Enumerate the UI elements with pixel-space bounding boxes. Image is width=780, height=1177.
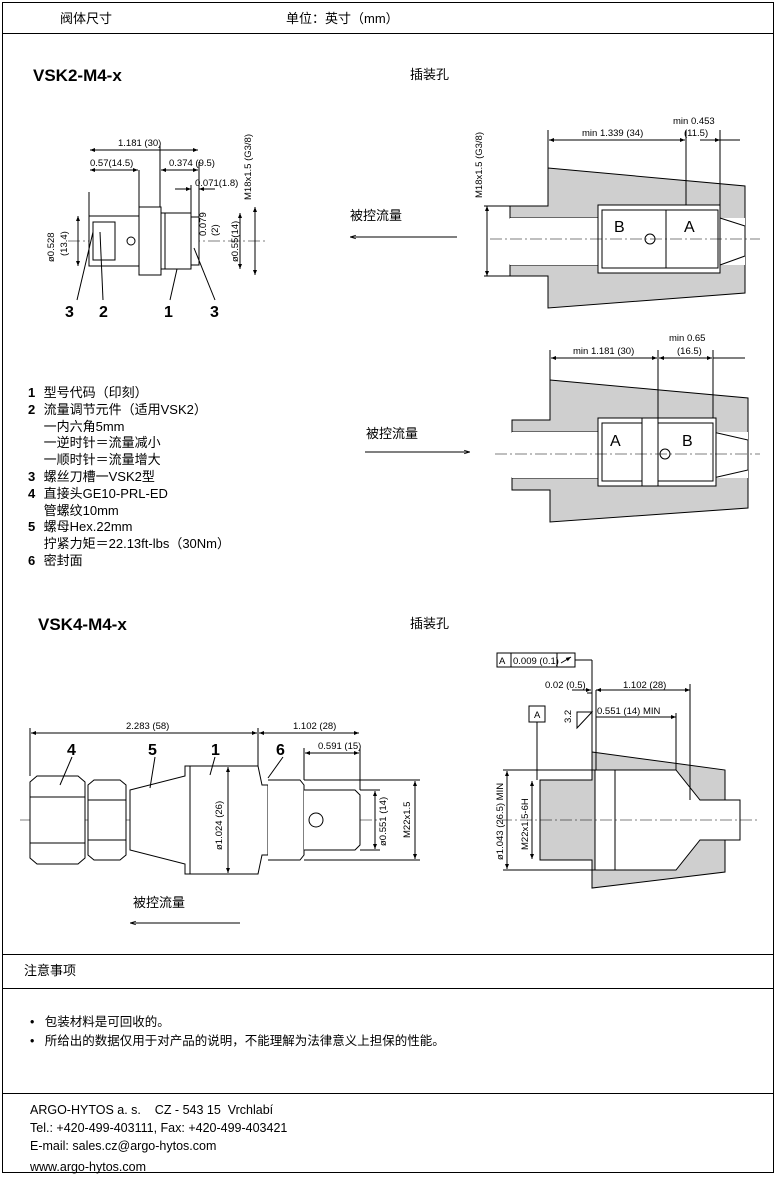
notes-list: • 包装材料是可回收的。 • 所给出的数据仅用于对产品的说明，不能理解为法律意义… [30, 1013, 445, 1051]
vsk2-dim-dia-a: ø0.528 [46, 232, 57, 262]
vsk4-part-drawing [20, 728, 420, 875]
notes-item: • 包装材料是可回收的。 [30, 1015, 170, 1029]
vsk4-dim-c: 0.591 (15) [318, 741, 361, 752]
footer-email[interactable]: E-mail: sales.cz@argo-hytos.com [30, 1139, 217, 1153]
vsk2-callout: 3 [210, 304, 219, 321]
legend-item: 3 螺丝刀槽一VSK2型 [28, 468, 155, 484]
legend-item: 一顺时针＝流量增大 [43, 452, 161, 468]
vsk2-dim-slot: 0.079 [198, 212, 209, 236]
vsk4-callout: 5 [148, 742, 157, 759]
vsk4-datum: A [534, 710, 541, 721]
vsk2-dim-a: 0.57(14.5) [90, 158, 133, 169]
vsk4-dim-b: 1.102 (28) [293, 721, 336, 732]
vsk4-tolerance: 0.009 (0.1) [513, 656, 559, 667]
vsk4-title: VSK4-M4-x [38, 615, 127, 634]
vsk2-callout: 3 [65, 304, 74, 321]
notes-item: • 所给出的数据仅用于对产品的说明，不能理解为法律意义上担保的性能。 [30, 1034, 445, 1048]
header-left: 阀体尺寸 [60, 11, 113, 26]
vsk4-callout: 1 [211, 742, 220, 759]
vsk2-port-a: B [614, 219, 625, 236]
legend-item: 一逆时针＝流量减小 [43, 435, 161, 451]
notes-divider [2, 988, 774, 989]
vsk4-dim-dia-b: ø0.551 (14) [378, 797, 389, 846]
vsk2-callout: 2 [99, 304, 108, 321]
vsk4-dim-thread: M22x1.5 [402, 802, 413, 838]
vsk2-cav2-min1: min 1.181 (30) [573, 346, 634, 357]
vsk4-cav-dia: ø1.043 (26.5) MIN [495, 783, 506, 860]
vsk2-cavity-drawing-a [484, 130, 760, 309]
footer-phone: Tel.: +420-499-403111, Fax: +420-499-403… [30, 1121, 288, 1135]
vsk2-callout: 1 [164, 304, 173, 321]
vsk2-part-drawing [68, 145, 265, 301]
footer-contact: ARGO-HYTOS a. s. CZ - 543 15 Vrchlabí Te… [30, 1101, 287, 1176]
notes-divider-top [2, 954, 774, 955]
vsk2-cav2-min2: min 0.65 [669, 333, 705, 344]
legend-item: 2 流量调节元件（适用VSK2） [28, 401, 207, 417]
footer-website[interactable]: www.argo-hytos.com [30, 1160, 147, 1174]
vsk2-cav-thread: M18x1.5 (G3/8) [474, 132, 485, 198]
legend-item: 一内六角5mm [43, 418, 125, 434]
vsk2-title: VSK2-M4-x [33, 66, 122, 85]
footer-divider [2, 1093, 774, 1094]
vsk4-flow-label: 被控流量 [133, 895, 186, 910]
legend-item: 拧紧力矩＝22.13ft-lbs（30Nm） [43, 536, 231, 552]
vsk4-cav-len: 1.102 (28) [623, 680, 666, 691]
vsk2-dim-dia-b: ø0.55(14) [230, 221, 241, 262]
legend-item: 管螺纹10mm [43, 502, 119, 518]
vsk2-cav-min2-mm: (11.5) [684, 128, 708, 139]
vsk2-cav-min1: min 1.339 (34) [582, 128, 643, 139]
legend-item: 1 型号代码（印刻） [28, 385, 148, 400]
vsk4-cav-min: 0.551 (14) MIN [597, 706, 660, 717]
vsk2-flow-label-a: 被控流量 [350, 208, 403, 223]
vsk2-dim-thread: M18x1.5 (G3/8) [243, 134, 254, 200]
vsk2-cavity-drawing-b [495, 350, 760, 523]
vsk2-cav2-min2-mm: (16.5) [677, 346, 702, 357]
vsk4-gap: 0.02 (0.5) [545, 680, 586, 691]
vsk2-port-b: A [610, 433, 621, 450]
vsk2-dim-total: 1.181 (30) [118, 138, 161, 149]
vsk2-port-b: B [682, 433, 693, 450]
header-divider [2, 33, 774, 34]
legend-item: 5 螺母Hex.22mm [28, 519, 133, 535]
vsk4-roughness: 3.2 [563, 710, 574, 723]
legend-item: 4 直接头GE10-PRL-ED [28, 485, 168, 501]
footer-company: ARGO-HYTOS a. s. CZ - 543 15 Vrchlabí [30, 1103, 274, 1117]
notes-title: 注意事项 [24, 963, 77, 978]
vsk4-cavity-label: 插装孔 [410, 616, 450, 631]
vsk4-callout: 4 [67, 742, 76, 759]
vsk4-cav-thread: M22x1.5-6H [520, 798, 531, 850]
vsk2-dim-dia-a-mm: (13.4) [59, 231, 70, 256]
vsk2-dim-b: 0.374 (9.5) [169, 158, 215, 169]
vsk2-dim-c: 0.071(1.8) [195, 178, 238, 189]
vsk2-cavity-label: 插装孔 [410, 67, 450, 82]
vsk4-callout: 6 [276, 742, 285, 759]
vsk2-dim-slot-mm: (2) [210, 224, 221, 236]
vsk2-port-a: A [684, 219, 695, 236]
vsk4-dim-dia-a: ø1.024 (26) [214, 801, 225, 850]
vsk4-datum-ref: A [499, 656, 506, 667]
vsk2-flow-label-b: 被控流量 [366, 426, 419, 441]
legend-item: 6 密封面 [28, 552, 83, 568]
vsk4-cavity-drawing [496, 652, 760, 889]
legend-list: 1 型号代码（印刻） 2 流量调节元件（适用VSK2） 一内六角5mm 一逆时针… [28, 385, 230, 570]
header-unit: 单位：英寸（mm） [286, 11, 399, 26]
vsk2-cav-min2: min 0.453 [673, 116, 715, 127]
vsk4-dim-total: 2.283 (58) [126, 721, 169, 732]
